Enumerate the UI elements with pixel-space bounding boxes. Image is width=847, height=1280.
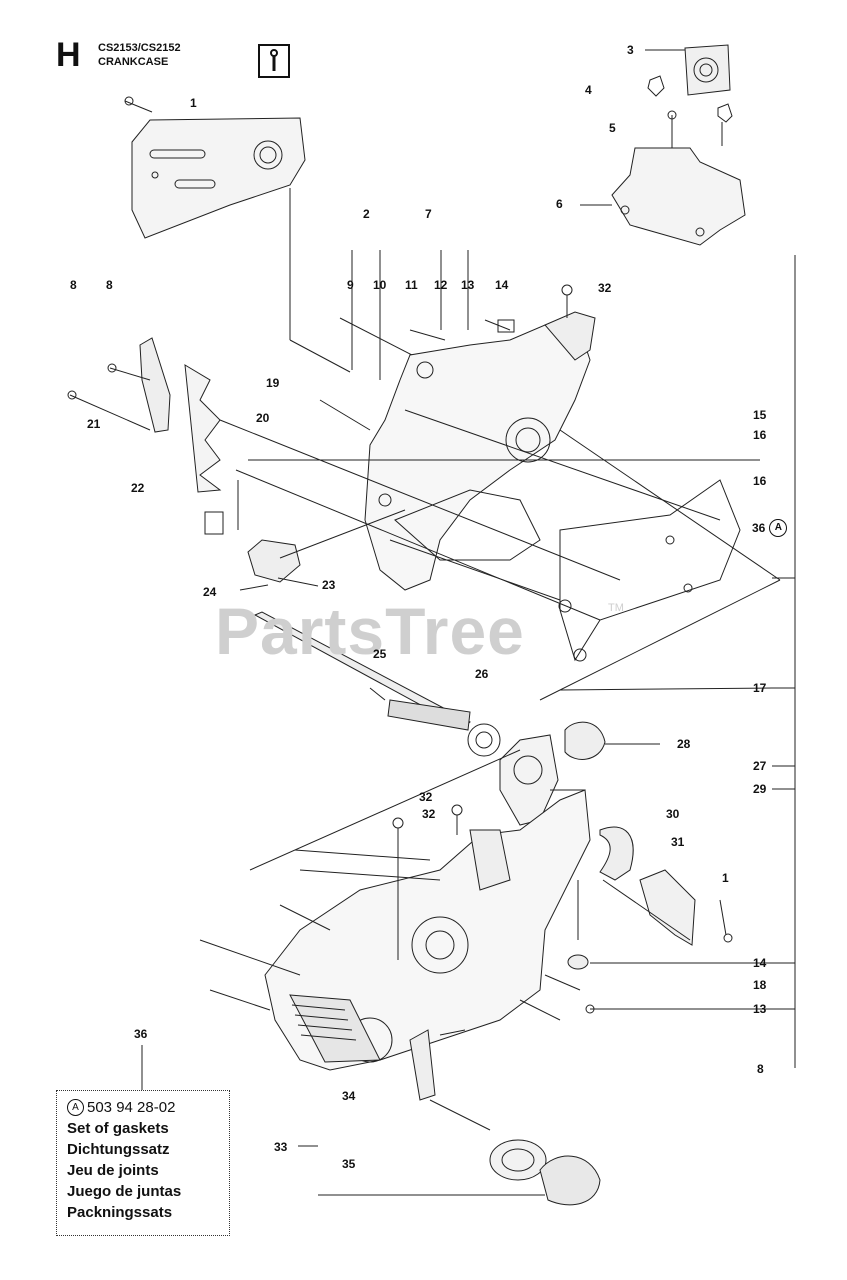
callout-label: 12	[434, 278, 448, 292]
kit-description: Packningssats	[67, 1204, 173, 1221]
callout-label: 8	[70, 278, 77, 292]
callout-label: 29	[753, 782, 767, 796]
callout-label: 32	[598, 281, 612, 295]
crankcase-upper	[364, 284, 596, 591]
kit-part-number: 503 94 28-02	[87, 1099, 176, 1116]
callout-label: 36	[134, 1027, 148, 1041]
callout-label: 32	[419, 790, 433, 804]
watermark: PartsTree	[215, 594, 525, 668]
callout-label: 20	[256, 411, 270, 425]
callout-label: 14	[495, 278, 509, 292]
section-title: CRANKCASE	[98, 56, 169, 68]
callout-label: 30	[666, 807, 680, 821]
callout-label: 28	[677, 737, 691, 751]
stop-switch	[239, 509, 406, 591]
bearing-cover	[467, 721, 660, 826]
callout-label: 9	[347, 278, 354, 292]
callout-label: 35	[342, 1157, 356, 1171]
kit-description: Jeu de joints	[67, 1162, 159, 1179]
callout-label: 25	[373, 647, 387, 661]
callout-label: 21	[87, 417, 101, 431]
wrench-icon	[258, 44, 290, 78]
callout-label: 4	[585, 83, 592, 97]
callout-label: 7	[425, 207, 432, 221]
callout-label: 11	[405, 278, 418, 292]
kit-description: Dichtungssatz	[67, 1141, 170, 1158]
callout-label: 33	[274, 1140, 288, 1154]
section-letter: H	[56, 36, 81, 74]
kit-description: Juego de juntas	[67, 1183, 182, 1200]
crankcase-lower	[264, 789, 591, 1071]
kit-symbol-icon: A	[769, 519, 788, 537]
kit-description: Set of gaskets	[67, 1120, 169, 1137]
callout-label: 1	[722, 871, 729, 885]
callout-label: 19	[266, 376, 280, 390]
callout-label: 16	[753, 474, 767, 488]
gasket-callout: 36 A	[752, 519, 788, 537]
kit-part-number-row: A 503 94 28-02	[67, 1097, 229, 1118]
callout-label: 2	[363, 207, 370, 221]
callout-label: 32	[422, 807, 436, 821]
gasket	[558, 479, 741, 662]
callout-label: 31	[671, 835, 685, 849]
watermark-trademark: TM	[608, 602, 624, 614]
callout-label: 13	[461, 278, 475, 292]
callout-label: 10	[373, 278, 387, 292]
callout-label: 8	[757, 1062, 764, 1076]
callout-label: 6	[556, 197, 563, 211]
callout-label: 13	[753, 1002, 767, 1016]
model-number: CS2153/CS2152	[98, 42, 181, 54]
carburetor-bracket	[580, 44, 746, 246]
kit-symbol-icon: A	[67, 1099, 84, 1116]
callout-label: 14	[753, 956, 767, 970]
callout-label: 34	[342, 1089, 356, 1103]
callout-label: 26	[475, 667, 489, 681]
gasket-kit-legend: A 503 94 28-02 Set of gaskets Dichtungss…	[56, 1090, 230, 1236]
callout-label: 18	[753, 978, 767, 992]
callout-label: 23	[322, 578, 336, 592]
callout-label: 17	[753, 681, 767, 695]
callout-label: 15	[753, 408, 767, 422]
callout-label: 3	[627, 43, 634, 57]
callout-label: 1	[190, 96, 197, 110]
gasket-callout-number: 36	[752, 521, 766, 535]
chain-catcher	[67, 337, 621, 581]
chain-guard-plate	[124, 96, 351, 373]
callout-label: 5	[609, 121, 616, 135]
callout-label: 22	[131, 481, 145, 495]
callout-label: 27	[753, 759, 767, 773]
crankshaft-rod	[253, 611, 471, 731]
callout-label: 24	[203, 585, 217, 599]
callout-label: 8	[106, 278, 113, 292]
callout-label: 16	[753, 428, 767, 442]
